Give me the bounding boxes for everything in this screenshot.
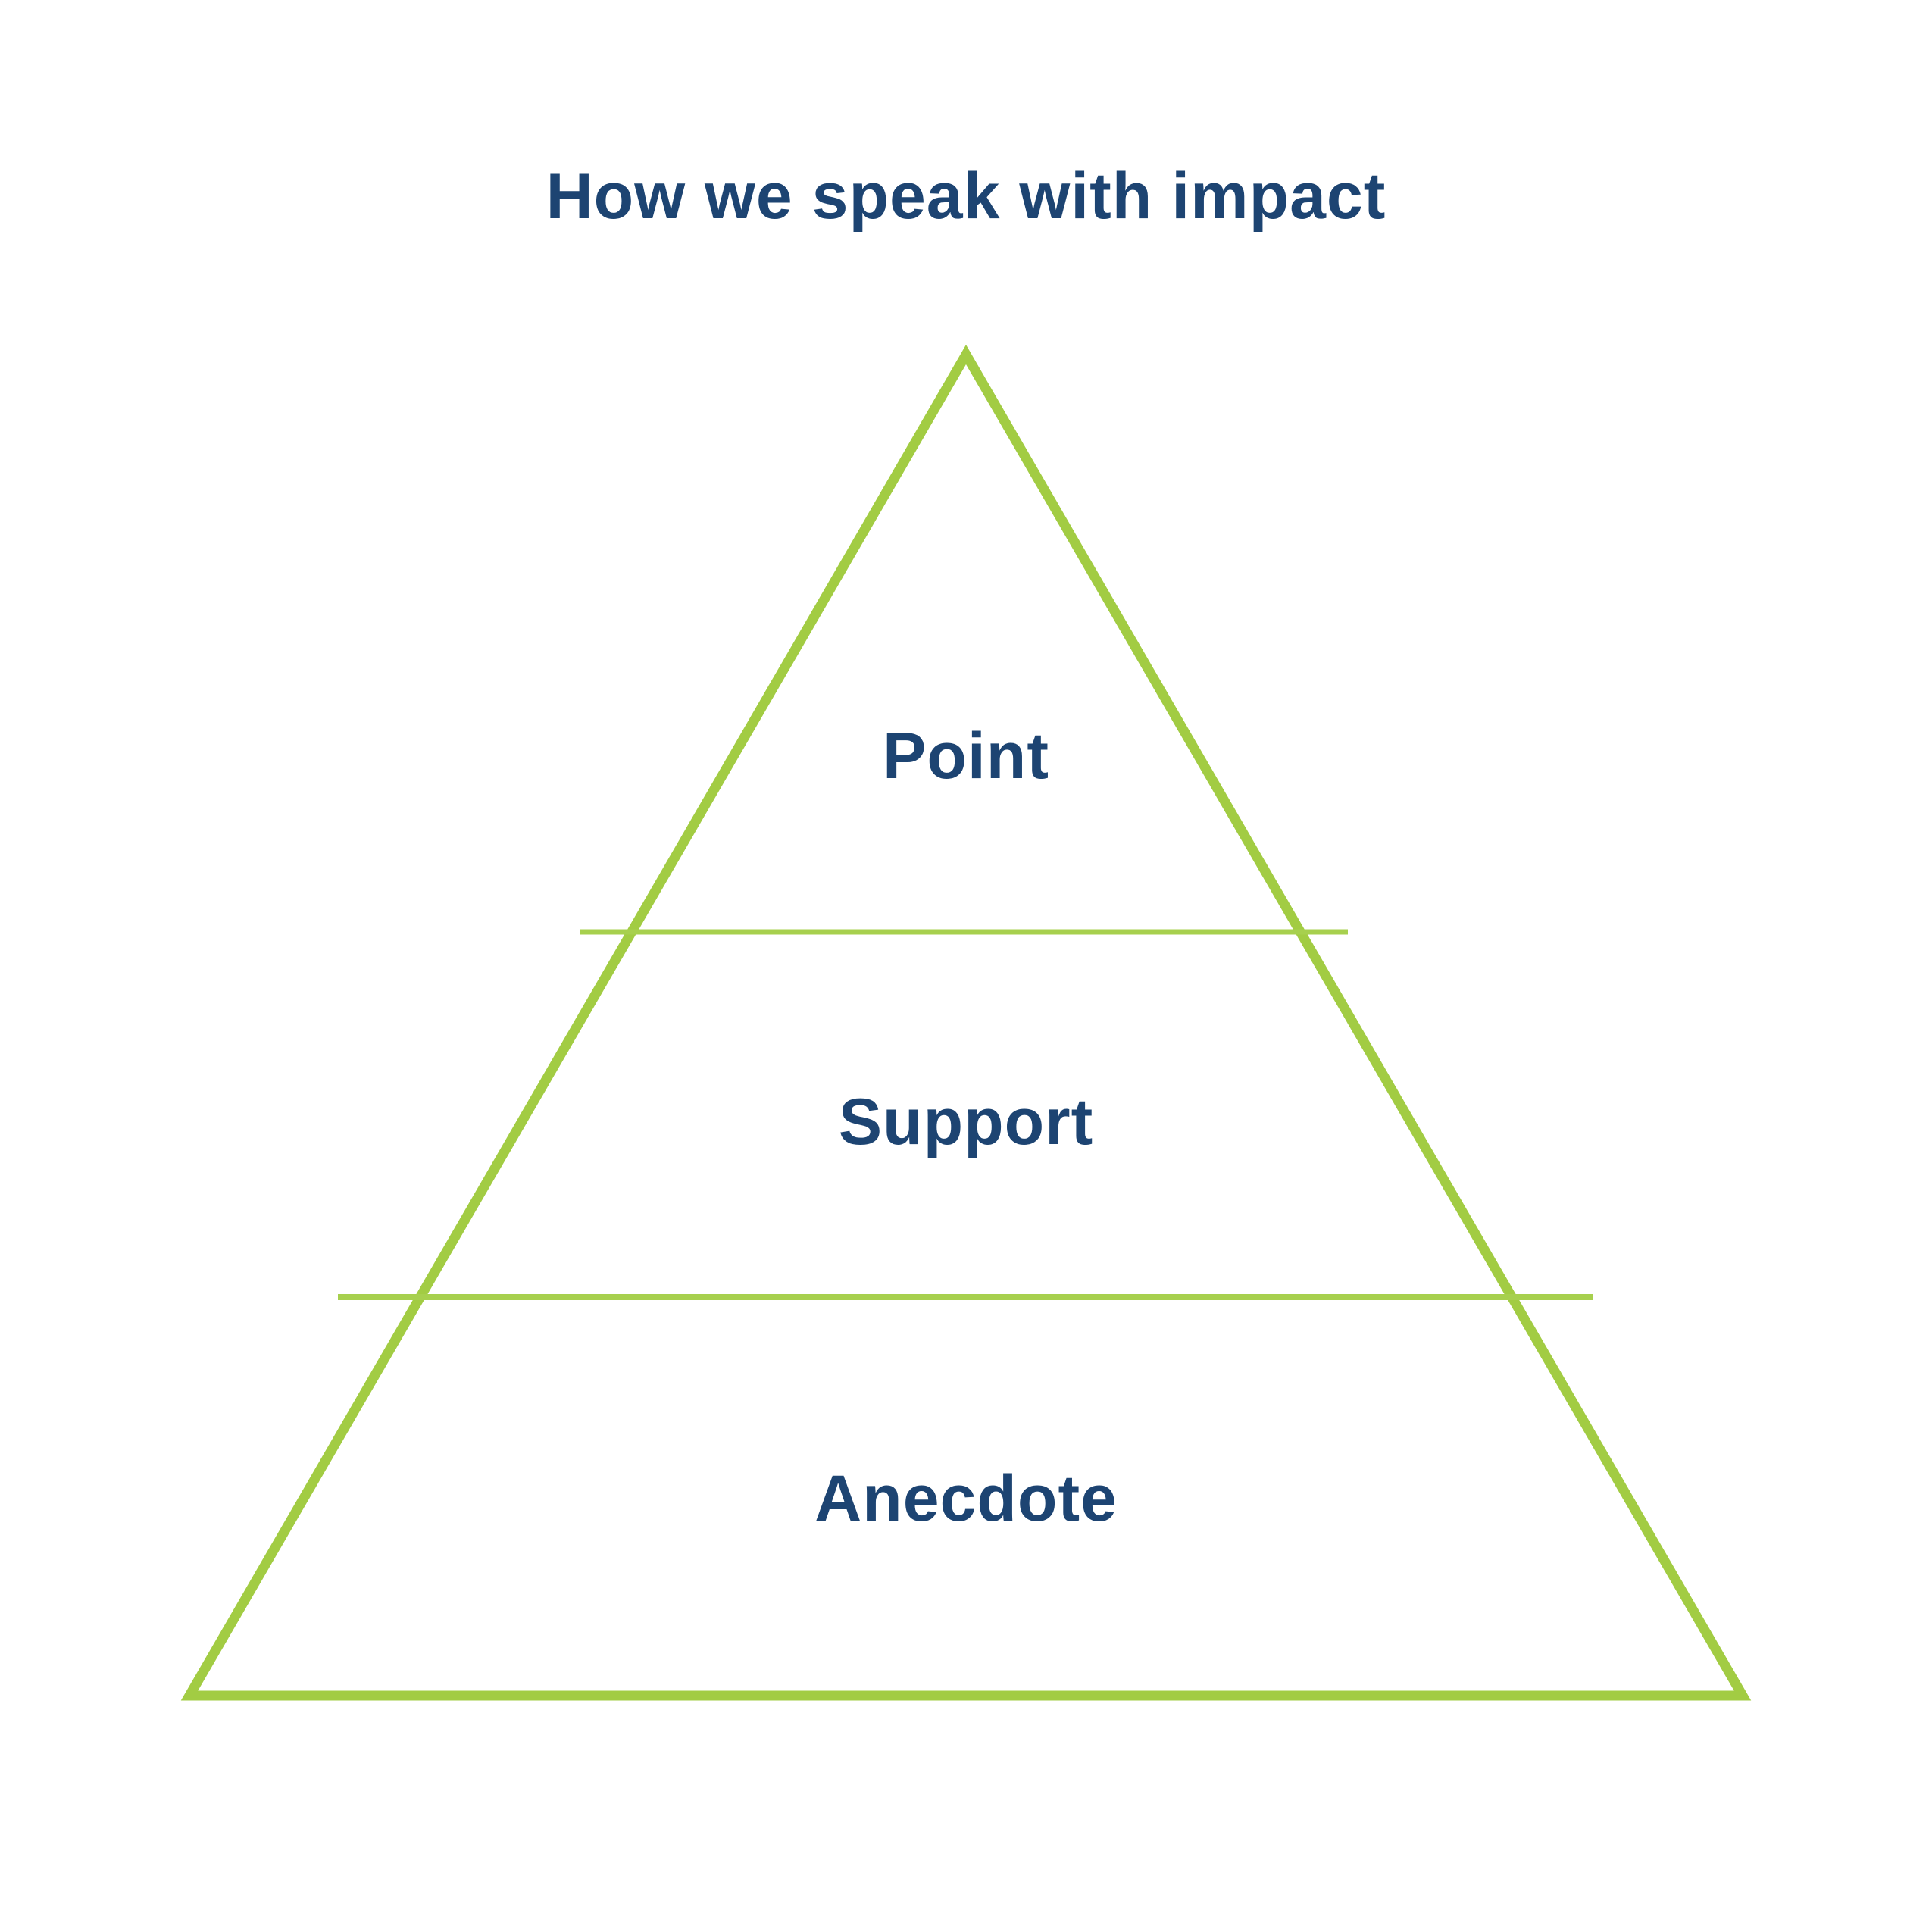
pyramid-outline (180, 345, 1752, 1701)
level-label-point: Point (883, 720, 1049, 792)
diagram-title: How we speak with impact (546, 160, 1386, 233)
level-label-support: Support (839, 1086, 1094, 1158)
level-label-anecdote: Anecdote (814, 1462, 1118, 1535)
